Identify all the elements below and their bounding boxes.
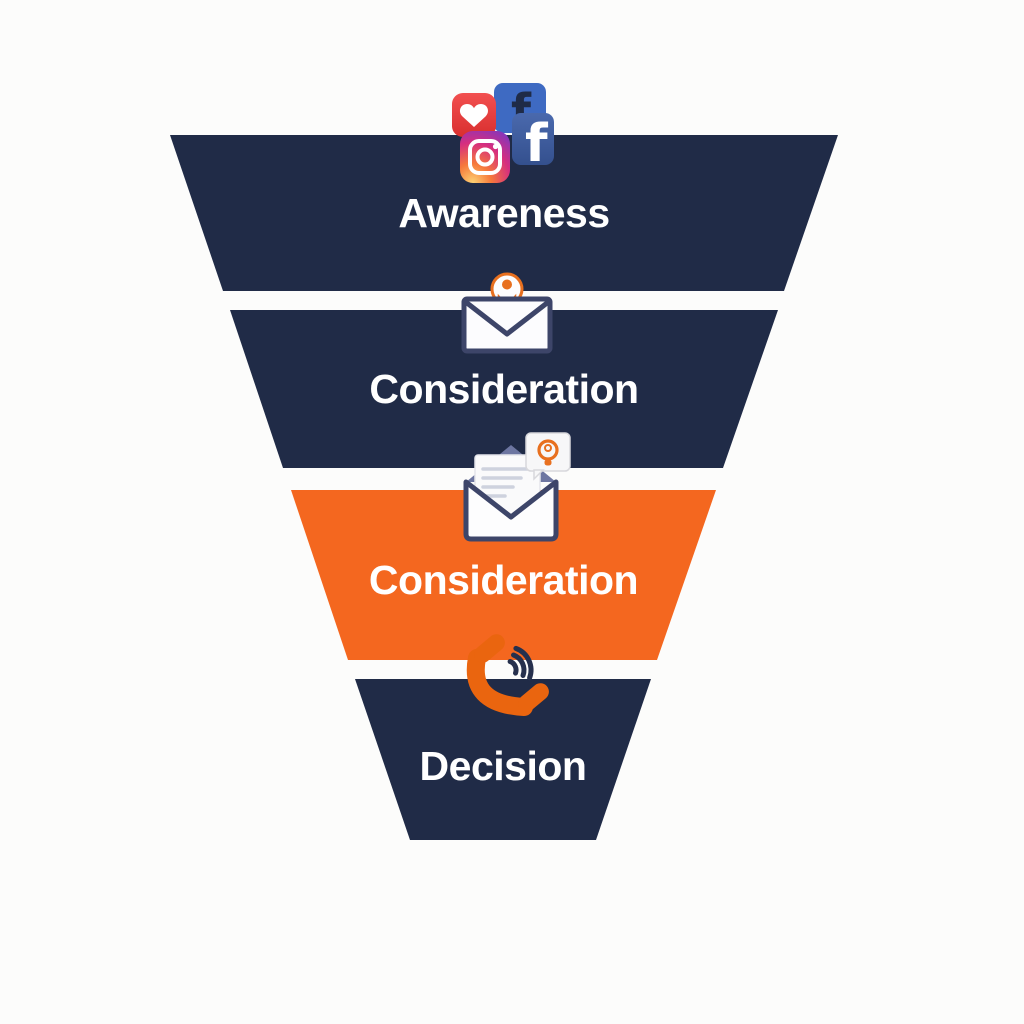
phone-call-icon <box>458 626 556 726</box>
envelope-front-pocket <box>463 479 559 542</box>
stage-label-consideration-2: Consideration <box>368 556 639 603</box>
email-envelope-icon <box>457 270 557 358</box>
funnel-stage-decision: Decision <box>355 679 651 840</box>
open-envelope-svg <box>463 432 571 542</box>
social-media-icons: f f <box>448 83 568 185</box>
sound-waves-icon <box>507 645 534 681</box>
open-envelope-message-icon <box>452 432 572 545</box>
email-envelope-svg <box>461 272 553 354</box>
note-card-icon <box>525 432 571 481</box>
phone-handset <box>466 634 549 716</box>
instagram-icon <box>460 131 510 183</box>
svg-text:f: f <box>525 114 549 174</box>
phone-call-svg <box>466 634 549 716</box>
social-media-icons-svg: f f <box>452 83 554 183</box>
envelope-icon <box>461 296 553 354</box>
heart-like-icon <box>452 93 496 137</box>
stage-label-awareness: Awareness <box>398 189 610 236</box>
funnel-stage-consideration-1: Consideration <box>230 310 778 468</box>
stage-label-consideration-1: Consideration <box>369 365 639 412</box>
stage-label-decision: Decision <box>419 743 587 789</box>
facebook-icon: f <box>512 113 554 174</box>
